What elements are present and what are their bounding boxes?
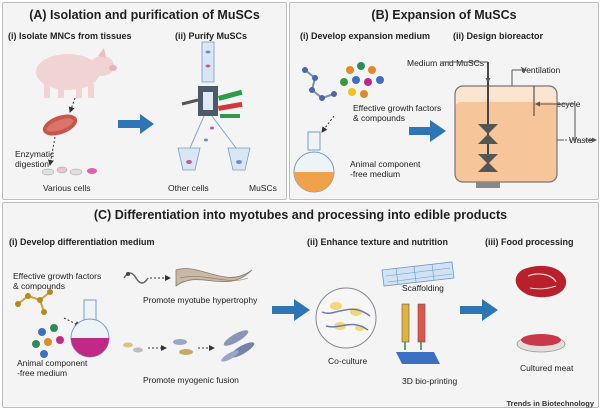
- b-flask-icon: [293, 131, 335, 193]
- panel-b-step-ii: (ii) Design bioreactor: [453, 31, 544, 41]
- medium-and-muscs-label: Medium and MuSCs: [407, 58, 485, 68]
- panel-a-step-ii: (ii) Purify MuSCs: [175, 31, 248, 41]
- cultured-meat-label: Cultured meat: [520, 363, 574, 373]
- scaffolding-icon: [381, 261, 455, 287]
- hypertrophy-label: Promote myotube hypertrophy: [143, 295, 258, 305]
- c-blue-arrow-2: [460, 299, 498, 321]
- panel-c-title: (C) Differentiation into myotubes and pr…: [93, 208, 508, 222]
- pig-to-muscle-arrow: [68, 97, 76, 113]
- various-cells-label: Various cells: [43, 183, 91, 193]
- muscs-tube-icon: [227, 147, 251, 171]
- muscle-to-cells-arrow: [47, 136, 56, 166]
- various-cells-icon: [41, 166, 97, 176]
- panel-isolation: (A) Isolation and purification of MuSCs …: [2, 2, 287, 200]
- pig-icon: [36, 48, 117, 98]
- bioprinting-label: 3D bio-printing: [402, 376, 458, 386]
- c-dashed-arrow: [63, 317, 81, 327]
- panel-b-title: (B) Expansion of MuSCs: [371, 8, 517, 22]
- bioreactor-icon: [454, 62, 558, 188]
- growth-factors-label: Effective growth factors & compounds: [353, 103, 442, 123]
- steak-icon: [515, 265, 567, 298]
- sorting-tube-icon: [181, 41, 243, 149]
- b-blue-arrow: [409, 120, 446, 142]
- animal-free-medium-label: Animal component -free medium: [350, 159, 421, 179]
- c-growth-factors-label: Effective growth factors & compounds: [13, 271, 102, 291]
- co-culture-label: Co-culture: [328, 356, 368, 366]
- fusion-icon: [123, 330, 255, 362]
- medium-recycle-arrow: [535, 101, 576, 140]
- muscs-label: MuSCs: [249, 183, 277, 193]
- panel-b-step-i: (i) Develop expansion medium: [300, 31, 431, 41]
- co-culture-icon: [315, 287, 377, 349]
- a-blue-arrow: [118, 114, 154, 134]
- b-dashed-arrow: [321, 115, 335, 133]
- waste-label: Waste: [569, 135, 593, 145]
- panel-c-step-ii: (ii) Enhance texture and nutrition: [307, 237, 449, 247]
- c-growth-factor-dots-icon: [32, 324, 64, 358]
- cultured-meat-dish-icon: [516, 334, 566, 353]
- fusion-label: Promote myogenic fusion: [143, 375, 239, 385]
- other-cells-tube-icon: [177, 147, 201, 171]
- panel-differentiation: (C) Differentiation into myotubes and pr…: [2, 202, 599, 408]
- muscle-tissue-icon: [42, 114, 78, 136]
- bioprinter-icon: [396, 303, 440, 364]
- ventilation-label: Ventilation: [521, 65, 561, 75]
- growth-factor-dots-icon: [340, 62, 384, 98]
- molecule-icon: [302, 67, 337, 101]
- c-animal-free-label: Animal component -free medium: [17, 358, 88, 378]
- panel-c-step-i: (i) Develop differentiation medium: [9, 237, 155, 247]
- enzymatic-digestion-label: Enzymatic digestion: [15, 149, 55, 169]
- panel-a-title: (A) Isolation and purification of MuSCs: [29, 8, 260, 22]
- other-cells-label: Other cells: [168, 183, 209, 193]
- myotube-icon: [123, 268, 253, 287]
- panel-c-step-iii: (iii) Food processing: [485, 237, 574, 247]
- source-credit: Trends in Biotechnology: [506, 399, 594, 408]
- c-blue-arrow-1: [272, 299, 310, 321]
- c-molecule-icon: [15, 289, 53, 315]
- panel-a-step-i: (i) Isolate MNCs from tissues: [8, 31, 132, 41]
- scaffolding-label: Scaffolding: [402, 283, 444, 293]
- c-flask-icon: [70, 299, 110, 358]
